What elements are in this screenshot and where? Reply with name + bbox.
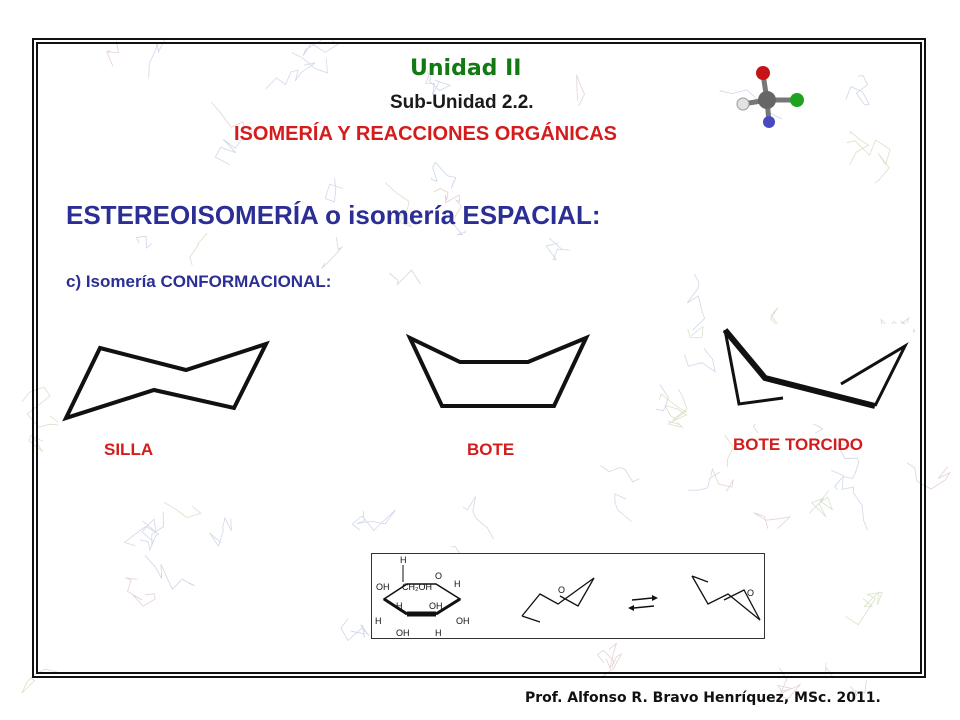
- background-bond-line: [211, 101, 254, 134]
- slide-frame-outer: [32, 38, 926, 678]
- background-bond-line: [849, 130, 870, 166]
- background-bond-line: [265, 62, 316, 90]
- background-bond-line: [846, 139, 891, 184]
- atom-h: H: [454, 579, 461, 589]
- background-bond-line: [664, 404, 688, 429]
- background-bond-line: [834, 439, 860, 491]
- atom-h: H: [435, 628, 442, 638]
- background-bond-line: [351, 509, 396, 532]
- background-bond-line: [214, 138, 242, 166]
- atom-oh: OH: [456, 616, 470, 626]
- twist-boat-conformation-icon: [717, 324, 913, 424]
- background-bond-line: [777, 667, 801, 700]
- background-bond-line: [144, 555, 196, 591]
- background-bond-line: [845, 75, 870, 106]
- section-subheading: c) Isomería CONFORMACIONAL:: [66, 272, 332, 291]
- background-bond-line: [724, 434, 736, 468]
- haworth-projection: H OH CH₂OH O H H OH H OH OH H: [375, 555, 470, 638]
- ring-oxygen: O: [558, 585, 565, 595]
- atom-h: H: [375, 616, 382, 626]
- topic-title: ISOMERÍA Y REACCIONES ORGÁNICAS: [234, 123, 618, 145]
- background-bond-line: [106, 41, 120, 67]
- background-bond-line: [135, 235, 152, 249]
- background-bond-line: [148, 37, 166, 78]
- sugar-conformation-diagram: H OH CH₂OH O H H OH H OH OH H O O: [371, 553, 765, 639]
- background-bond-line: [658, 388, 688, 421]
- background-bond-line: [140, 518, 157, 552]
- background-bond-line: [209, 516, 232, 547]
- footer-credit: Prof. Alfonso R. Bravo Henríquez, MSc. 2…: [525, 690, 881, 706]
- background-bond-line: [753, 512, 792, 529]
- background-bond-line: [545, 237, 570, 261]
- atom-h: H: [396, 601, 403, 611]
- background-bond-line: [431, 161, 457, 189]
- background-bond-line: [845, 591, 883, 626]
- background-bond-line: [686, 273, 706, 331]
- background-bond-line: [906, 462, 951, 490]
- background-bond-line: [123, 511, 165, 547]
- conformation-label-bote: BOTE: [467, 440, 515, 459]
- background-bond-line: [385, 182, 413, 228]
- background-bond-line: [389, 269, 421, 286]
- background-bond-line: [324, 178, 344, 203]
- background-bond-line: [605, 642, 618, 670]
- background-bond-line: [21, 668, 60, 694]
- background-bond-line: [291, 52, 328, 74]
- atom-oh: OH: [376, 582, 390, 592]
- atom-ch2oh: CH₂OH: [402, 582, 432, 592]
- background-bond-line: [809, 489, 834, 518]
- background-bond-line: [687, 325, 704, 339]
- background-bond-line: [28, 434, 44, 453]
- slide-frame-inner: [36, 42, 922, 674]
- pyranose-chair-right: O: [691, 575, 761, 621]
- ring-oxygen: O: [747, 588, 754, 598]
- conformation-label-bote-torcido: BOTE TORCIDO: [733, 435, 864, 454]
- conformation-label-silla: SILLA: [104, 440, 154, 459]
- atom-oh: OH: [396, 628, 410, 638]
- atom-oh: OH: [429, 601, 443, 611]
- boat-conformation-icon: [398, 330, 590, 430]
- background-bond-line: [655, 384, 669, 412]
- background-bond-line: [448, 218, 467, 236]
- background-bond-line: [710, 467, 734, 492]
- background-bond-line: [340, 618, 370, 642]
- background-bond-line: [596, 649, 623, 679]
- chair-conformation-icon: [58, 330, 290, 430]
- background-bond-line: [462, 496, 494, 540]
- section-heading: ESTEREOISOMERÍA o isomería ESPACIAL:: [66, 200, 601, 230]
- background-bond-line: [684, 348, 716, 373]
- background-bond-line: [189, 233, 208, 266]
- background-bond-line: [321, 237, 343, 269]
- equilibrium-arrows-icon: [628, 595, 658, 611]
- ring-oxygen: O: [435, 571, 442, 581]
- background-bond-line: [125, 577, 156, 607]
- unit-title: Unidad II: [410, 56, 522, 81]
- background-bond-line: [850, 679, 867, 697]
- background-bond-line: [163, 501, 202, 518]
- atom-h: H: [400, 555, 407, 565]
- tetrahedral-molecule-icon: [736, 66, 804, 128]
- background-bond-line: [600, 464, 640, 483]
- background-bond-line: [830, 469, 868, 531]
- background-bond-line: [425, 71, 452, 96]
- background-bond-line: [576, 74, 585, 106]
- background-bond-line: [688, 471, 721, 491]
- subunit-title: Sub-Unidad 2.2.: [390, 92, 534, 113]
- background-bond-line: [432, 188, 462, 219]
- background-bond-line: [614, 493, 632, 522]
- pyranose-chair-left: O: [521, 577, 595, 623]
